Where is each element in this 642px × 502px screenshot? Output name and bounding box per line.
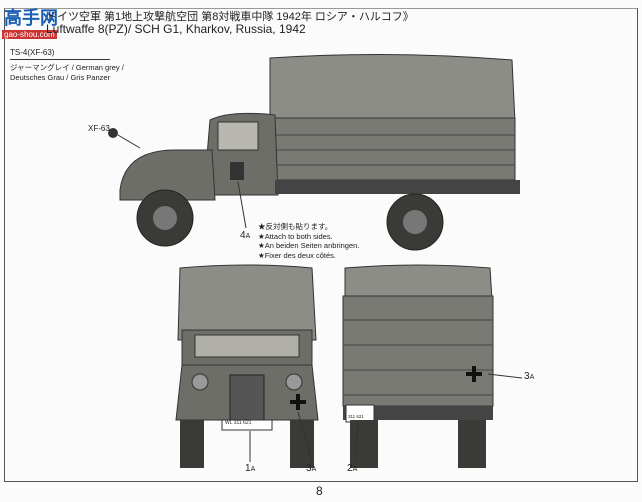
truck-front-view — [175, 264, 319, 468]
paint-description: ジャーマングレイ / German grey / Deutsches Grau … — [10, 63, 124, 82]
header-english: Luftwaffe 8(PZ)/ SCH G1, Kharkov, Russia… — [46, 22, 306, 36]
callout-1a: 1A — [245, 463, 256, 474]
paint-code: TS-4(XF-63) — [10, 48, 110, 60]
front-plate-text: WL 311 621 — [225, 420, 252, 426]
callout-3a-front: 3A — [306, 463, 317, 474]
callout-4a: 4A — [240, 230, 251, 241]
callout-xf63: XF-63 — [88, 124, 110, 133]
rear-plate-text: 311 621 — [348, 414, 364, 419]
callout-2a: 2A — [347, 463, 358, 474]
page-number: 8 — [316, 484, 323, 498]
header-japanese: ドイツ空軍 第1地上攻撃航空団 第8対戦車中隊 1942年 ロシア・ハルコフ》 — [46, 11, 414, 23]
page-frame — [4, 8, 638, 482]
side-decal — [230, 162, 244, 180]
decal-note: ★反対側も貼ります。 ★Attach to both sides. ★An be… — [258, 222, 360, 260]
truck-side-view — [108, 53, 520, 251]
watermark-logo: 高手网 gao-shou.com — [2, 8, 58, 39]
truck-rear-view — [342, 264, 523, 468]
callout-3a-rear: 3A — [524, 371, 535, 382]
